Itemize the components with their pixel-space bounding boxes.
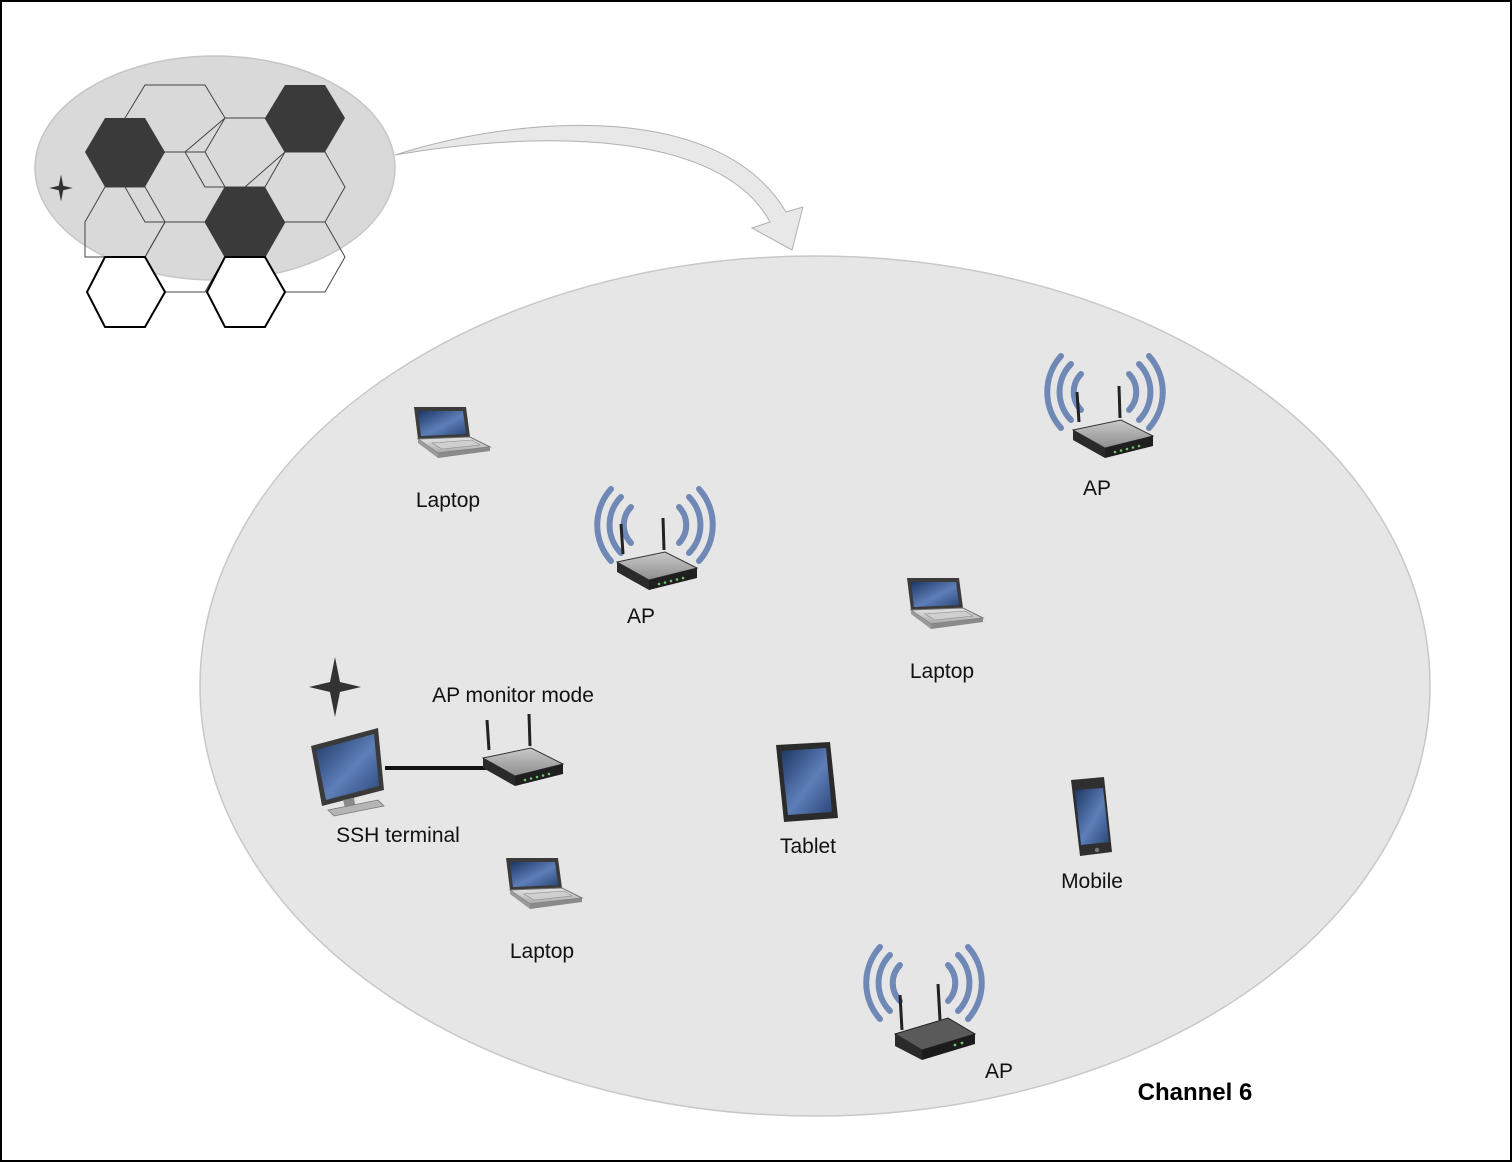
smartphone-icon	[1071, 777, 1112, 856]
laptop-top-left: Laptop	[413, 406, 491, 512]
curved-arrow-icon	[394, 124, 804, 251]
device-label: Tablet	[780, 835, 836, 858]
monitor-icon	[311, 728, 385, 817]
channel-coverage-area	[199, 255, 1431, 1117]
ap-top-right: AP	[1047, 356, 1163, 500]
ap-center-left: AP	[597, 489, 713, 628]
device-label: Laptop	[416, 489, 480, 512]
hexagon-grid-icon	[34, 55, 396, 328]
device-label: SSH terminal	[336, 824, 460, 847]
device-label: AP monitor mode	[432, 684, 594, 707]
ap-monitor-mode: AP monitor mode	[309, 657, 594, 788]
wifi-router-icon	[893, 983, 977, 1060]
device-label: AP	[627, 605, 655, 628]
channel-label: Channel 6	[1138, 1079, 1253, 1106]
laptop-bottom: Laptop	[505, 857, 583, 963]
laptop-center: Laptop	[906, 577, 984, 683]
device-label: AP	[985, 1060, 1013, 1083]
device-label: Laptop	[910, 660, 974, 683]
mobile: Mobile	[1061, 777, 1123, 893]
tablet-icon	[776, 742, 838, 822]
device-label: Laptop	[510, 940, 574, 963]
device-label: AP	[1083, 477, 1111, 500]
ap-bottom: AP	[866, 947, 1013, 1083]
ssh-terminal: SSH terminal	[311, 728, 460, 847]
device-label: Mobile	[1061, 870, 1123, 893]
tablet: Tablet	[776, 742, 838, 858]
